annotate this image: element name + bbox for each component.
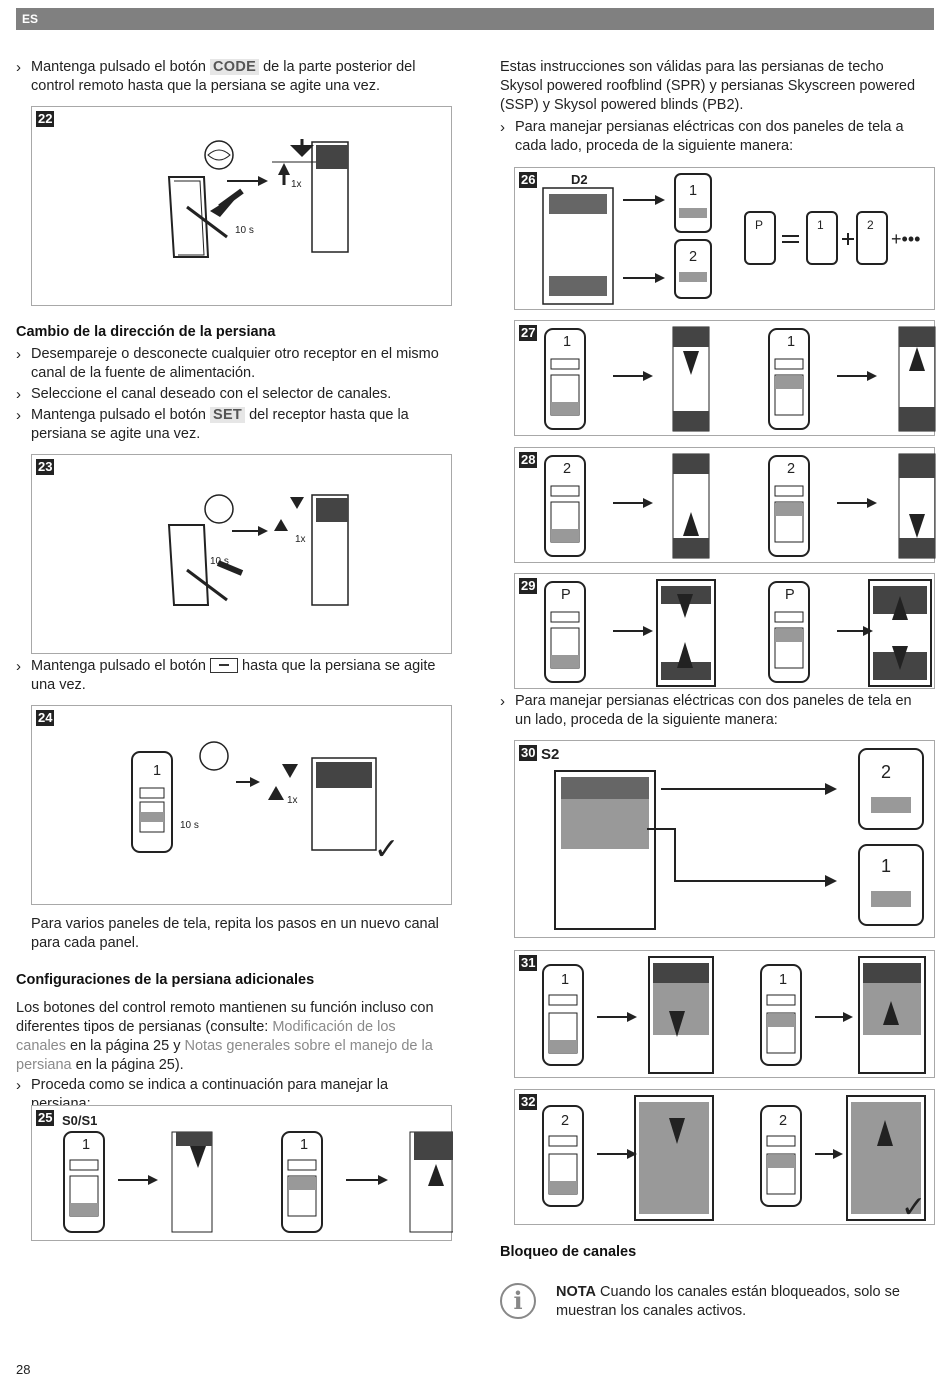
figure-number: 27 [519, 325, 538, 341]
channel-display-bottom: 1 [881, 856, 892, 876]
figure-28: 28 2 2 [514, 447, 936, 563]
channel-2-one-side-illustration [542, 1095, 926, 1221]
figure-29: 29 P P [514, 573, 935, 689]
figure-number: 32 [519, 1094, 538, 1110]
code-key: CODE [209, 59, 260, 75]
figure-number: 28 [519, 452, 538, 468]
channel-display-a: 2 [561, 1113, 570, 1129]
checkmark-icon: ✓ [374, 833, 400, 866]
single-side-panels-illustration [554, 748, 924, 930]
step-one-side: Para manejar persianas eléctricas con do… [500, 692, 925, 732]
intro-paragraph: Estas instrucciones son válidas para las… [500, 59, 916, 113]
channel-display-p: P [755, 218, 764, 232]
channel-display-b: 1 [779, 972, 788, 988]
language-tag: ES [22, 12, 39, 26]
code-button-illustration [167, 139, 349, 258]
channel-display-top: 2 [881, 762, 892, 782]
time-label: 10 s [210, 556, 229, 567]
channel-display-b: 1 [787, 334, 796, 350]
figure-32: 32 2 2 ✓ [514, 1089, 935, 1225]
link-general-notes[interactable]: Notas generales sobre el manejo de la pe… [16, 1038, 433, 1073]
dual-panel-illustration [542, 173, 888, 305]
step-code-item: Mantenga pulsado el botón CODE de la par… [16, 58, 446, 96]
figure-30: 30 S2 2 1 [514, 740, 935, 938]
figure-22: 22 1x 10 s [31, 106, 452, 306]
figure-number: 25 [36, 1110, 55, 1126]
step-one-side-item: Para manejar persianas eléctricas con do… [500, 692, 925, 730]
channel-p-illustration [544, 579, 932, 687]
step-minus: Mantenga pulsado el botón hasta que la p… [16, 657, 446, 697]
step-code: Mantenga pulsado el botón CODE de la par… [16, 58, 446, 98]
repeat-text: Para varios paneles de tela, repita los … [31, 916, 439, 951]
note-label: NOTA [556, 1284, 597, 1300]
direction-steps: Desempareje o desconecte cualquier otro … [16, 345, 446, 446]
channel-display-b: 1 [300, 1137, 309, 1153]
section-title-direction: Cambio de la dirección de la persiana [16, 324, 276, 340]
figure-label: S2 [541, 746, 560, 763]
direction-step-2: Seleccione el canal deseado con el selec… [16, 385, 446, 404]
step-two-sides: Para manejar persianas eléctricas con do… [500, 118, 925, 158]
figure-25: 25 S0/S1 1 1 [31, 1105, 453, 1241]
set-button-illustration [167, 494, 349, 606]
set-key: SET [209, 407, 246, 423]
figure-26: 26 D2 1 2 P 1 2 +••• [514, 167, 935, 310]
page-number: 28 [16, 1362, 31, 1377]
channel-display-2b: 2 [867, 218, 874, 232]
s0-s1-illustration [63, 1131, 453, 1233]
channel-display-b: 2 [787, 461, 796, 477]
figure-number: 23 [36, 459, 55, 475]
channel-display-a: 1 [82, 1137, 91, 1153]
figure-number: 30 [519, 745, 538, 761]
channel-display-2: 2 [689, 249, 698, 265]
figure-number: 22 [36, 111, 55, 127]
count-label: 1x [291, 179, 302, 190]
minus-key-icon [209, 658, 238, 673]
count-label: 1x [295, 534, 306, 545]
section-title-lock: Bloqueo de canales [500, 1244, 637, 1260]
figure-31: 31 1 1 [514, 950, 935, 1078]
figure-number: 31 [519, 955, 538, 971]
channel-display-a: 2 [563, 461, 572, 477]
checkmark-icon: ✓ [901, 1191, 927, 1224]
additional-paragraph: Los botones del control remoto mantienen… [16, 1000, 434, 1073]
channel-display: 1 [153, 763, 162, 779]
channel-display-1: 1 [689, 183, 698, 199]
figure-number: 26 [519, 172, 538, 188]
section-title-additional: Configuraciones de la persiana adicional… [16, 972, 315, 988]
count-label: 1x [287, 795, 298, 806]
channel-1-illustration [544, 326, 936, 432]
minus-button-illustration [131, 741, 377, 853]
note-text: NOTA Cuando los canales están bloqueados… [556, 1284, 900, 1319]
time-label: 10 s [180, 820, 199, 831]
figure-27: 27 1 1 [514, 320, 936, 436]
figure-number: 24 [36, 710, 55, 726]
step-minus-item: Mantenga pulsado el botón hasta que la p… [16, 657, 446, 695]
figure-23: 23 1x 10 s [31, 454, 452, 654]
figure-label: D2 [571, 172, 588, 187]
figure-number: 29 [519, 578, 538, 594]
plus-more: +••• [891, 229, 921, 249]
channel-display-a: P [561, 587, 571, 603]
channel-display-a: 1 [563, 334, 572, 350]
channel-display-a: 1 [561, 972, 570, 988]
direction-step-3: Mantenga pulsado el botón SET del recept… [16, 406, 446, 444]
time-label: 10 s [235, 225, 254, 236]
figure-24: 24 1 1x 10 s ✓ [31, 705, 452, 905]
channel-display-1b: 1 [817, 218, 824, 232]
figure-label: S0/S1 [62, 1113, 98, 1128]
channel-1-one-side-illustration [542, 956, 926, 1074]
channel-2-illustration [544, 453, 936, 559]
info-icon: i [500, 1283, 536, 1319]
header-bar: ES [16, 8, 934, 30]
channel-display-b: 2 [779, 1113, 788, 1129]
step-two-sides-item: Para manejar persianas eléctricas con do… [500, 118, 925, 156]
channel-display-b: P [785, 587, 795, 603]
link-channels[interactable]: Modificación de los canales [16, 1019, 396, 1054]
direction-step-1: Desempareje o desconecte cualquier otro … [16, 345, 446, 383]
